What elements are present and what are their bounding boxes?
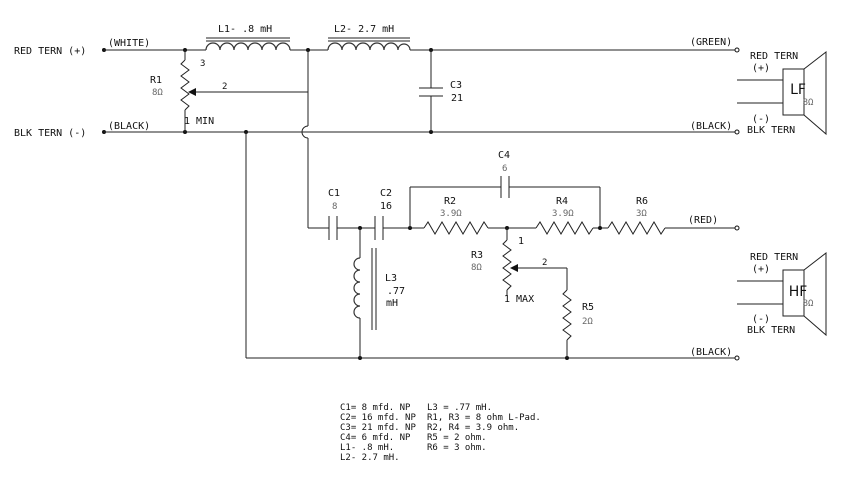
l1-inductor [205, 37, 291, 51]
c4-value: 6 [502, 164, 507, 174]
lf-plus: (+) [752, 63, 770, 74]
note-line: L1- .8 mH. [340, 443, 394, 453]
l1-label: L1- .8 mH [218, 24, 272, 35]
l3-inductor [353, 228, 377, 358]
note-line: R1, R3 = 8 ohm L-Pad. [427, 413, 541, 423]
black-lf-wire-label: (BLACK) [690, 121, 732, 132]
l3-unit: mH [386, 298, 398, 309]
c3-value: 21 [451, 93, 463, 104]
r1-value: 8Ω [152, 88, 163, 98]
hf-speaker-symbol [782, 251, 827, 337]
r6-label: R6 [636, 196, 648, 207]
c3-label: C3 [450, 80, 462, 91]
red-hf-wire-label: (RED) [688, 215, 718, 226]
r3-value: 8Ω [471, 263, 482, 273]
note-line: R5 = 2 ohm. [427, 433, 487, 443]
hf-plus: (+) [752, 264, 770, 275]
r3-pin2: 2 [542, 258, 547, 268]
note-line: L2- 2.7 mH. [340, 453, 400, 463]
r1-pin3: 3 [200, 59, 205, 69]
lf-red-term: RED TERN [750, 51, 798, 62]
r5-resistor [562, 289, 572, 341]
lf-pos-terminal [734, 47, 740, 53]
lf-speaker-label: LF [790, 82, 806, 98]
white-wire-label: (WHITE) [108, 38, 150, 49]
r1-pin2: 2 [222, 82, 227, 92]
note-line: C4= 6 mfd. NP [340, 433, 411, 443]
r1-pin1: 1 MIN [184, 116, 214, 127]
hf-red-term: RED TERN [750, 252, 798, 263]
input-pos-label: RED TERN (+) [14, 46, 86, 57]
note-line: L3 = .77 mH. [427, 403, 492, 413]
r3-potentiometer [502, 228, 567, 296]
green-wire-label: (GREEN) [690, 37, 732, 48]
c4-label: C4 [498, 150, 510, 161]
c1-capacitor [328, 216, 338, 240]
r3-pin-max: 1 MAX [504, 294, 534, 305]
lf-minus: (-) [752, 114, 770, 125]
c1-label: C1 [328, 188, 340, 199]
r2-value: 3.9Ω [440, 209, 462, 219]
parts-notes-left: C1= 8 mfd. NP C2= 16 mfd. NP C3= 21 mfd.… [340, 403, 416, 463]
r6-resistor [607, 221, 666, 235]
r3-pin1: 1 [518, 236, 524, 247]
parts-notes-right: L3 = .77 mH. R1, R3 = 8 ohm L-Pad. R2, R… [427, 403, 541, 453]
r5-label: R5 [582, 302, 594, 313]
note-line: C2= 16 mfd. NP [340, 413, 416, 423]
r1-label: R1 [150, 75, 162, 86]
hf-speaker-ohms: 8Ω [803, 299, 814, 309]
l2-inductor [327, 37, 411, 51]
l2-label: L2- 2.7 mH [334, 24, 394, 35]
r2-label: R2 [444, 196, 456, 207]
l3-label: L3 [385, 273, 397, 284]
junction-dot [598, 226, 602, 230]
note-line: C3= 21 mfd. NP [340, 423, 416, 433]
lf-speaker-symbol [782, 50, 827, 136]
note-line: R6 = 3 ohm. [427, 443, 487, 453]
hf-minus: (-) [752, 314, 770, 325]
c1-value: 8 [332, 202, 337, 212]
wire-crossover-hop [301, 125, 309, 139]
lf-blk-term: BLK TERN [747, 125, 795, 136]
c2-value: 16 [380, 201, 392, 212]
hf-blk-term: BLK TERN [747, 325, 795, 336]
c3-capacitor [419, 50, 443, 132]
r3-label: R3 [471, 250, 483, 261]
r5-value: 2Ω [582, 317, 593, 327]
r2-resistor [423, 221, 489, 235]
lf-speaker-ohms: 8Ω [803, 98, 814, 108]
c2-capacitor [374, 216, 384, 240]
hf-pos-terminal [734, 225, 740, 231]
black-in-wire-label: (BLACK) [108, 121, 150, 132]
note-line: R2, R4 = 3.9 ohm. [427, 423, 519, 433]
lf-neg-terminal [734, 129, 740, 135]
l3-value: .77 [387, 286, 405, 297]
c4-capacitor [500, 176, 510, 198]
note-line: C1= 8 mfd. NP [340, 403, 411, 413]
hf-speaker-label: HF [789, 284, 808, 300]
input-neg-label: BLK TERN (-) [14, 128, 86, 139]
hf-neg-terminal [734, 355, 740, 361]
r4-label: R4 [556, 196, 568, 207]
r1-potentiometer [180, 50, 308, 132]
r4-value: 3.9Ω [552, 209, 574, 219]
r6-value: 3Ω [636, 209, 647, 219]
r4-resistor [535, 221, 594, 235]
c2-label: C2 [380, 188, 392, 199]
black-hf-wire-label: (BLACK) [690, 347, 732, 358]
